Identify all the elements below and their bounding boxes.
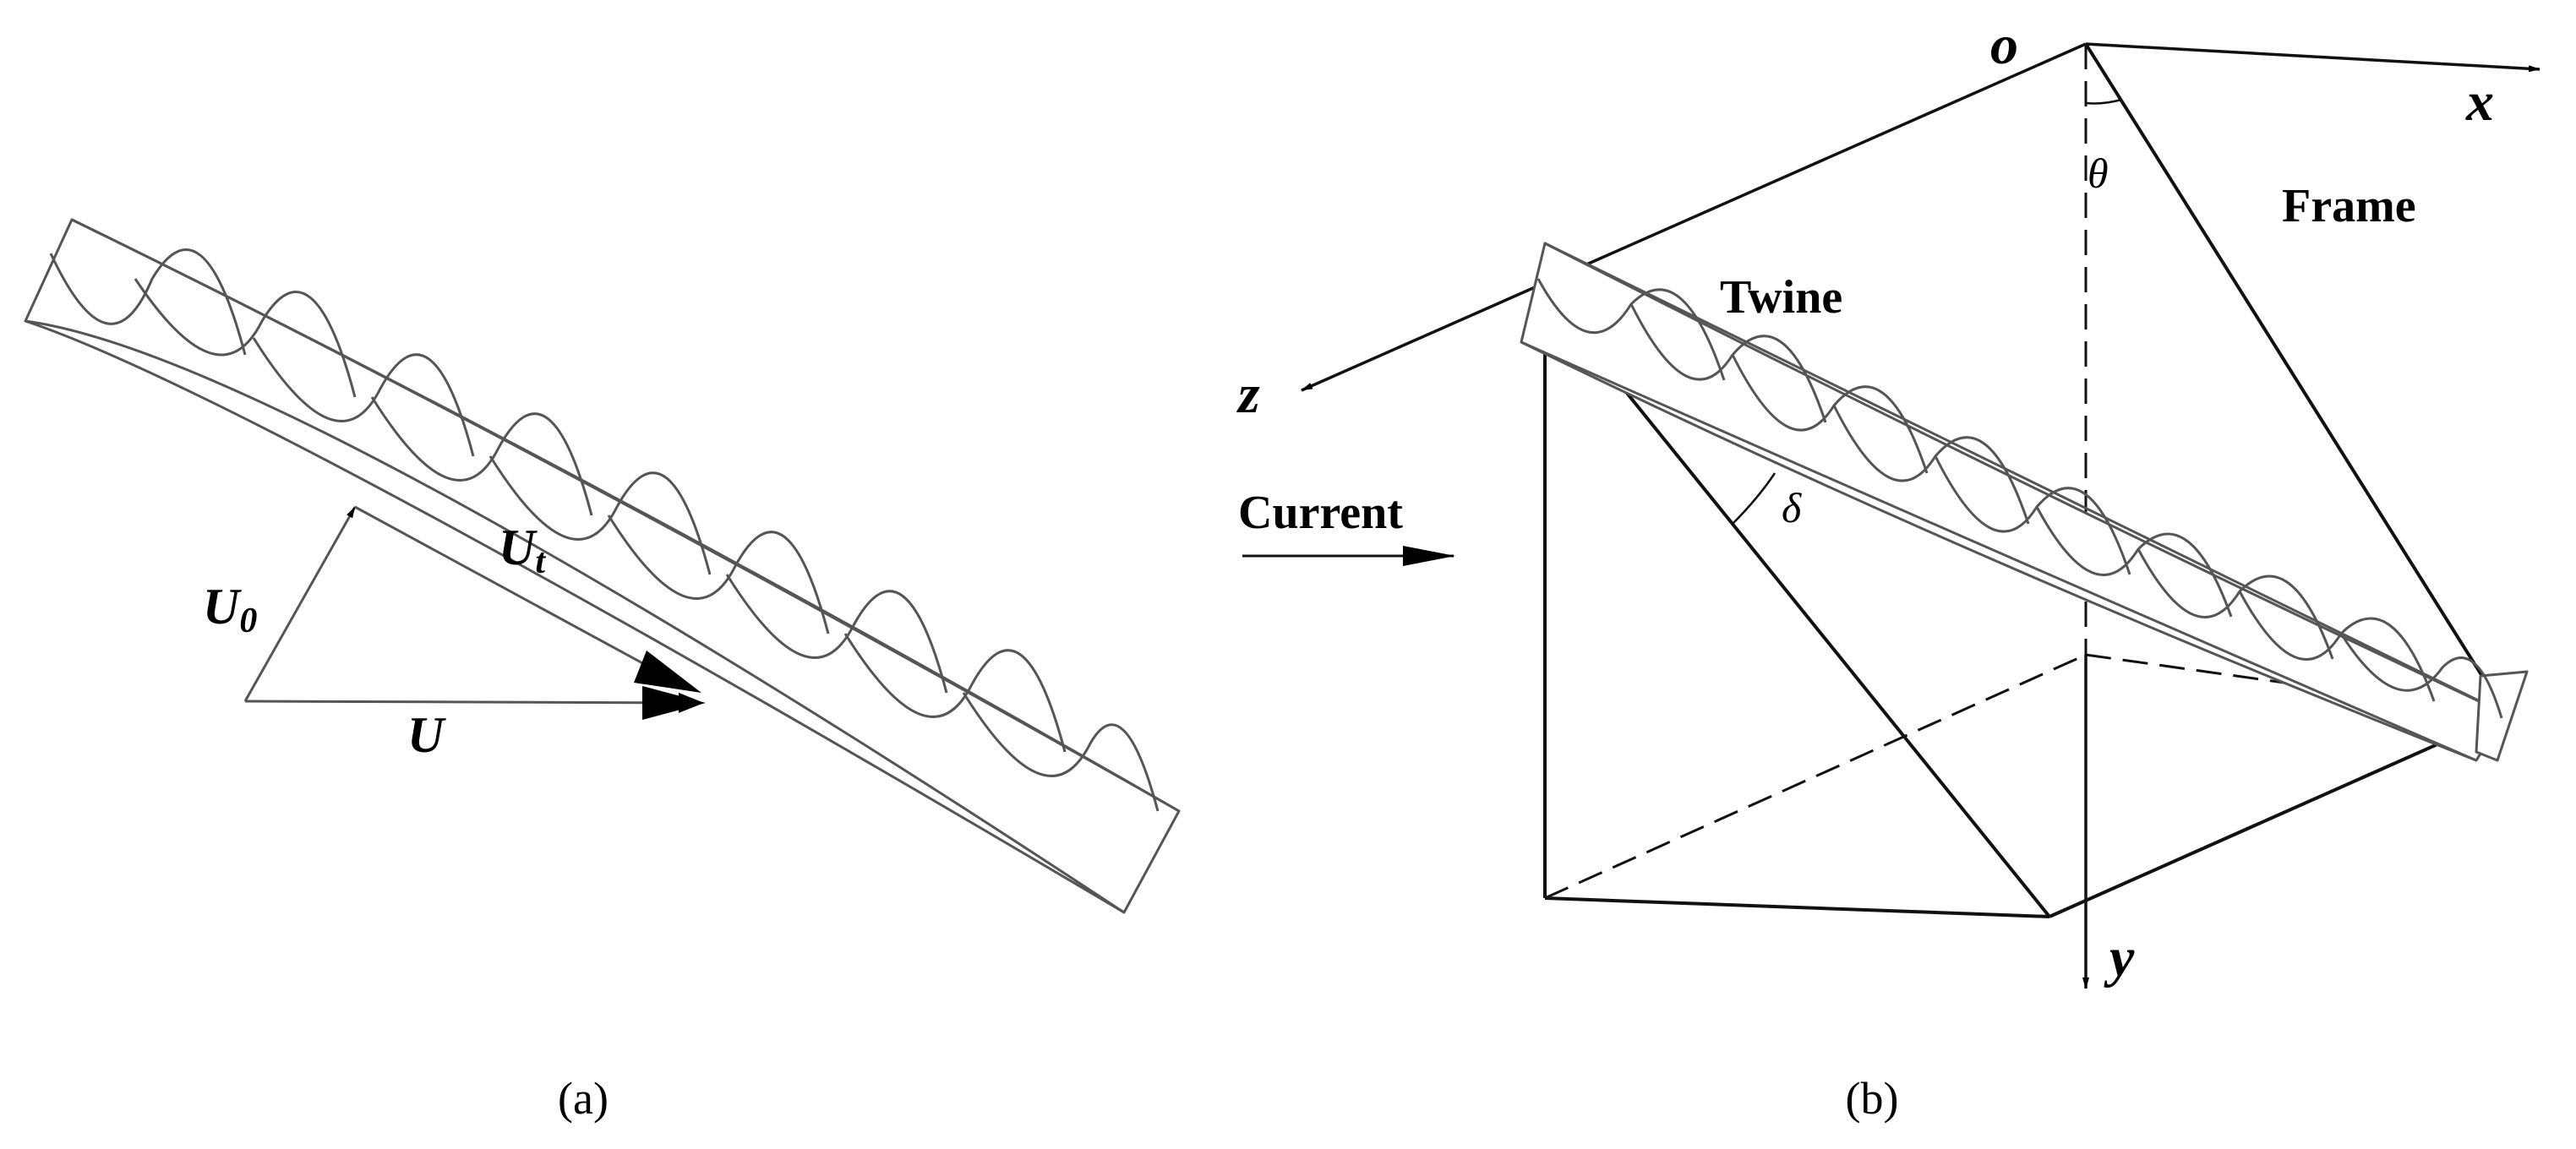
vector-ut [354, 505, 685, 688]
axis-label-z: z [1236, 363, 1260, 425]
axis-label-y: y [2104, 927, 2135, 988]
caption-b: (b) [1846, 1073, 1899, 1124]
vector-u-arrowhead [642, 686, 706, 720]
axis-x [2085, 42, 2541, 73]
panel-a: U0 Ut U (a) [24, 218, 1181, 1124]
vector-u0 [243, 506, 357, 702]
vector-ut-arrowhead [634, 651, 701, 693]
rope-twist-strands-b [1536, 278, 2503, 719]
label-u0: U0 [203, 579, 257, 640]
delta-arc [1732, 472, 1776, 525]
rope-twist-strands-a [49, 248, 1160, 812]
velocity-triangle [243, 505, 706, 720]
axis-label-o: o [1990, 14, 2018, 76]
frame-prism [1543, 42, 2508, 918]
label-frame: Frame [2282, 180, 2416, 232]
coordinate-axes [1301, 42, 2541, 989]
label-ut: Ut [499, 520, 546, 581]
angle-marks [1732, 98, 2122, 525]
label-delta: δ [1782, 484, 1802, 531]
vector-u [244, 692, 704, 713]
panel-b: o x z y θ δ Frame Twine Current (b) [1236, 14, 2541, 1124]
twine-rope-a [24, 218, 1181, 914]
theta-arc [2085, 98, 2122, 105]
label-twine: Twine [1720, 271, 1842, 324]
current-arrow [1242, 546, 1455, 566]
axis-label-x: x [2465, 71, 2494, 133]
label-current: Current [1238, 487, 1403, 539]
caption-a: (a) [558, 1073, 609, 1124]
twine-rope-b [1520, 242, 2529, 762]
label-u: U [407, 707, 446, 763]
label-theta: θ [2088, 150, 2109, 197]
axis-z [1301, 42, 2087, 392]
